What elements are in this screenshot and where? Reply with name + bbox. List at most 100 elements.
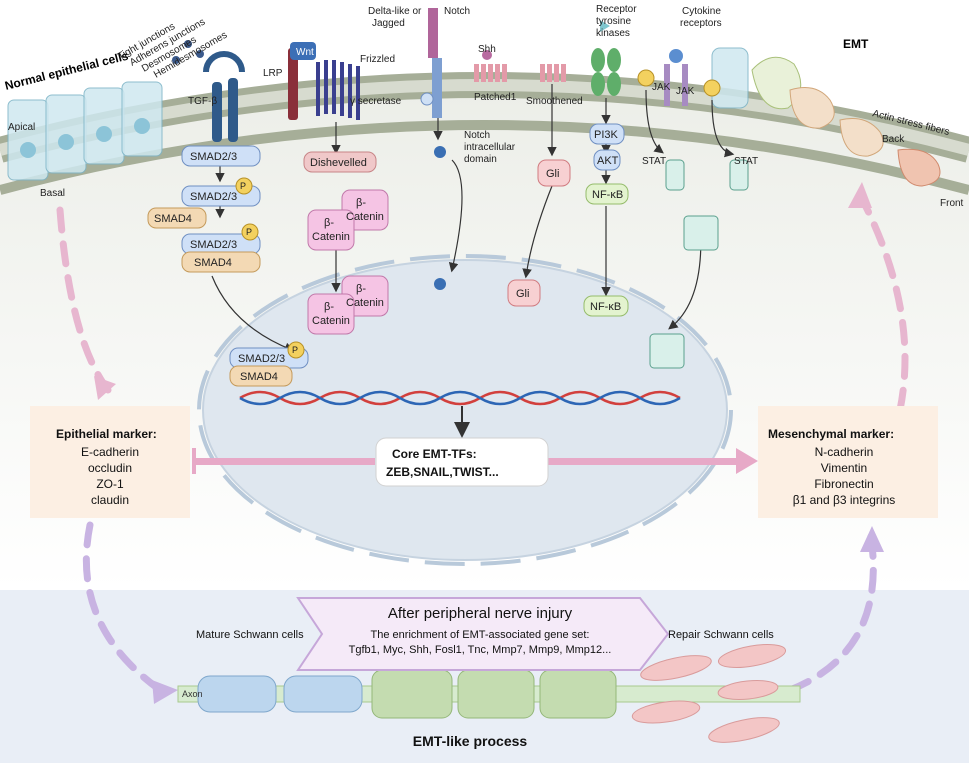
mature-schwann-label: Mature Schwann cells [196,629,304,641]
arrowhead-to-mesenchymal [860,526,884,552]
gli-nuclear-label: Gli [516,288,529,300]
basement-membrane [0,120,969,195]
mesenchymal-marker-item: Vimentin [821,461,867,475]
mesenchymal-cells [711,47,941,187]
wnt-frizzled [288,42,360,120]
stat-label-left: STAT [642,156,666,167]
cytokine-label-line1: Cytokine [682,6,721,17]
cytokine-receptor [637,49,721,106]
arrowhead-to-epithelial [94,376,116,400]
mesenchymal-marker-item: β1 and β3 integrins [793,493,896,507]
mature-schwann-cells [197,675,363,713]
nfkb-label: NF-κB [592,189,623,201]
shh-label: Shh [478,44,496,55]
stat-label-right: STAT [734,156,758,167]
rtk-receptor [591,20,621,96]
bcatenin-label: β- [324,301,334,313]
mesenchymal-marker-item: N-cadherin [815,445,874,459]
bcatenin-label: Catenin [346,297,384,309]
frizzled-label: Frizzled [360,54,395,65]
smad23-label: SMAD2/3 [190,239,237,251]
normal-epithelial-title: Normal epithelial cells [3,49,130,93]
bcatenin-label: Catenin [346,211,384,223]
gene-set-label: Tgfb1, Myc, Shh, Fosl1, Tnc, Mmp7, Mmp9,… [349,644,612,656]
transitioning-schwann-cells [371,669,617,719]
epithelial-marker-box [30,406,190,518]
dna-helix [239,390,681,406]
patched-label: Patched1 [474,92,517,103]
delta-label-line2: Jagged [372,18,405,29]
nucleus [202,259,728,561]
smad23-label: SMAD2/3 [190,151,237,163]
phospho-label: P [292,345,298,355]
bcatenin-label: β- [356,283,366,295]
bcatenin-label: Catenin [312,231,350,243]
smad4-label: SMAD4 [154,213,192,225]
core-emt-tfs-box [375,437,549,487]
rtk-label-line3: kinases [596,28,630,39]
lrp-label: LRP [263,68,283,79]
nuclear-envelope [197,254,733,566]
emt-title: EMT [843,37,869,51]
back-label: Back [882,134,905,145]
mesenchymal-marker-title: Mesenchymal marker: [768,427,894,441]
notch-label: Notch [444,6,470,17]
smad4-nuclear-label: SMAD4 [240,371,278,383]
smad23-nuclear-label: SMAD2/3 [238,353,285,365]
junction-labels: Tight junctions Adherens junctions Desmo… [116,17,229,81]
apical-label: Apical [8,122,35,133]
tgfb-label: TGF-β [188,96,217,107]
delta-label-line1: Delta-like or [368,6,422,17]
phospho-label: P [240,181,246,191]
arrowhead-to-axon [152,680,178,704]
front-label: Front [940,198,964,209]
epithelial-marker-item: occludin [88,461,132,475]
rtk-label-line1: Receptor [596,4,637,15]
smad23-label: SMAD2/3 [190,191,237,203]
core-emt-tfs: ZEB,SNAIL,TWIST... [386,465,499,479]
smoothened-label: Smoothened [526,96,583,107]
epithelial-marker-item: E-cadherin [81,445,139,459]
jak-label-right: JAK [676,86,695,97]
notch-receptor [420,8,442,118]
rtk-label-line2: tyrosine [596,16,631,27]
jak-label-left: JAK [652,82,671,93]
bcatenin-label: β- [324,217,334,229]
mesenchymal-marker-item: Fibronectin [814,477,873,491]
signaling-proteins [147,123,749,387]
epithelial-marker-title: Epithelial marker: [56,427,157,441]
wnt-label: Wnt [296,47,314,58]
hedgehog-receptors [474,50,566,82]
gamma-secretase-label: γ secretase [350,96,402,107]
basal-label: Basal [40,188,65,199]
nicd-label-line2: intracellular [464,142,516,153]
marker-arrows [192,448,758,474]
repair-schwann-label: Repair Schwann cells [668,629,774,641]
repair-schwann-cells [631,644,787,743]
core-emt-title: Core EMT-TFs: [392,447,477,461]
emt-loop-arrows [56,191,909,694]
emt-like-process-label: EMT-like process [413,733,528,749]
epithelial-marker-item: ZO-1 [96,477,124,491]
mesenchymal-marker-box [758,406,938,518]
epithelial-marker-item: claudin [91,493,129,507]
tgfb-receptor [172,40,245,142]
dishevelled-label: Dishevelled [310,157,367,169]
epithelial-cells [7,81,163,181]
nfkb-nuclear-label: NF-κB [590,301,621,313]
akt-label: AKT [597,155,619,167]
enrichment-label: The enrichment of EMT-associated gene se… [371,629,590,641]
cytokine-label-line2: receptors [680,18,722,29]
bcatenin-label: Catenin [312,315,350,327]
bcatenin-label: β- [356,197,366,209]
pi3k-label: PI3K [594,129,619,141]
smad4-label: SMAD4 [194,257,232,269]
nicd-label-line1: Notch [464,130,490,141]
after-injury-banner [296,597,670,671]
nicd-label-line3: domain [464,154,497,165]
after-injury-title: After peripheral nerve injury [388,605,573,622]
arrowhead-to-emt [848,182,872,208]
phospho-label: P [246,227,252,237]
